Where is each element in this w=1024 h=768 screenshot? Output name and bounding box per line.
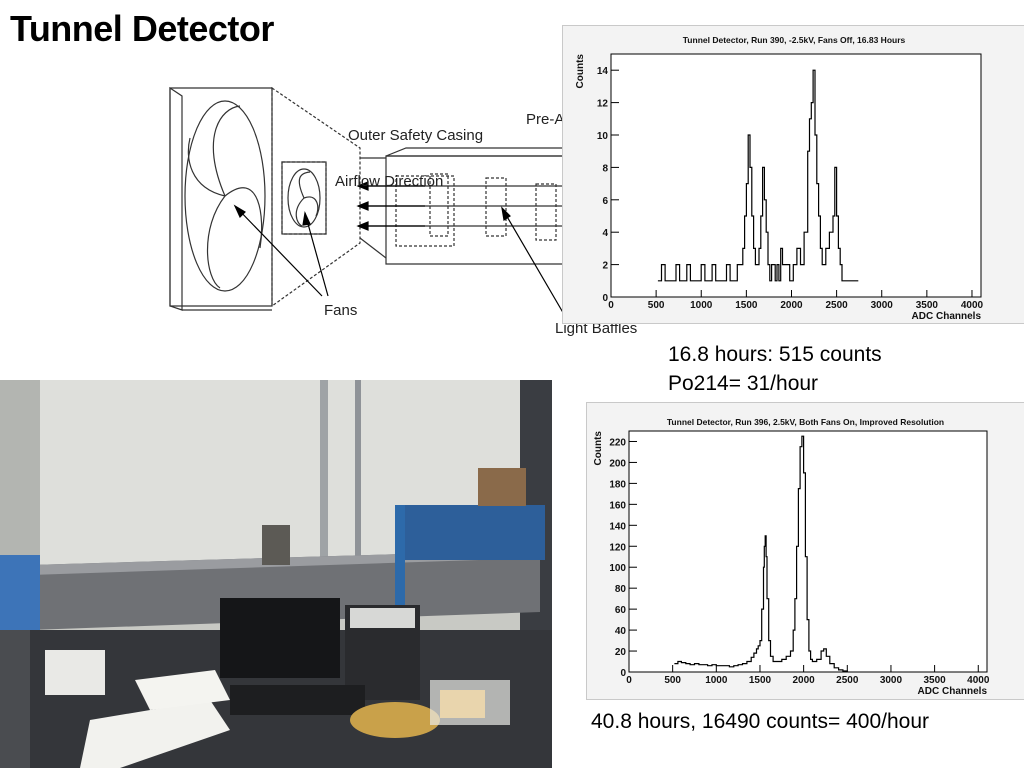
- run396-y-tick-label: 220: [609, 437, 626, 448]
- run390-y-tick-label: 12: [597, 99, 609, 110]
- duct-transition: [271, 86, 361, 308]
- run390-y-tick-label: 0: [602, 293, 608, 304]
- label-outer-safety-casing: Outer Safety Casing: [348, 127, 483, 144]
- run396-caption: 40.8 hours, 16490 counts= 400/hour: [591, 710, 930, 733]
- run390-x-tick-label: 0: [608, 300, 614, 311]
- run390-y-tick-label: 6: [602, 196, 608, 207]
- large-fan: [184, 100, 266, 292]
- label-airflow-direction: Airflow Direction: [335, 173, 443, 190]
- tunnel-detector-diagram: Outer Safety Casing Pre-A Airflow Direct…: [160, 78, 660, 340]
- run390-caption: 16.8 hours: 515 counts Po214= 31/hour: [668, 340, 882, 398]
- run396-y-tick-label: 20: [615, 647, 627, 658]
- run390-x-tick-label: 2500: [825, 300, 848, 311]
- run396-y-axis-label: Counts: [593, 431, 604, 466]
- run390-y-tick-label: 8: [602, 163, 608, 174]
- run396-x-tick-label: 3000: [880, 675, 903, 686]
- run396-y-tick-label: 40: [615, 626, 627, 637]
- run396-x-tick-label: 4000: [967, 675, 990, 686]
- run396-y-tick-label: 80: [615, 584, 627, 595]
- run396-x-tick-label: 0: [626, 675, 632, 686]
- run396-x-tick-label: 1000: [705, 675, 728, 686]
- run390-x-tick-label: 4000: [961, 300, 984, 311]
- run396-y-tick-label: 100: [609, 563, 626, 574]
- run390-y-tick-label: 2: [602, 261, 608, 272]
- run396-y-tick-label: 120: [609, 542, 626, 553]
- label-light-baffles: Light Baffles: [555, 320, 637, 337]
- run390-y-tick-label: 14: [597, 66, 609, 77]
- run396-y-tick-label: 140: [609, 521, 626, 532]
- label-fans: Fans: [324, 302, 357, 319]
- run390-x-tick-label: 1000: [690, 300, 713, 311]
- run396-y-tick-label: 160: [609, 500, 626, 511]
- run396-histogram: Tunnel Detector, Run 396, 2.5kV, Both Fa…: [586, 402, 1024, 700]
- run390-y-axis-label: Counts: [575, 54, 586, 89]
- run390-x-tick-label: 1500: [735, 300, 758, 311]
- run390-y-tick-label: 4: [602, 228, 608, 239]
- run390-plot-frame: [610, 53, 982, 298]
- run396-plot-frame: [628, 430, 988, 673]
- run390-y-tick-label: 10: [597, 131, 609, 142]
- run390-caption-line1: 16.8 hours: 515 counts: [668, 343, 882, 366]
- run390-title: Tunnel Detector, Run 390, -2.5kV, Fans O…: [683, 35, 906, 45]
- run390-histogram: Tunnel Detector, Run 390, -2.5kV, Fans O…: [562, 25, 1024, 324]
- run396-x-tick-label: 500: [664, 675, 681, 686]
- large-fan-housing-depth: [169, 86, 183, 311]
- run396-title: Tunnel Detector, Run 396, 2.5kV, Both Fa…: [667, 417, 944, 427]
- run390-series-0-line: [657, 69, 859, 282]
- run390-x-tick-label: 3000: [871, 300, 894, 311]
- run390-caption-line2: Po214= 31/hour: [668, 372, 819, 395]
- run396-x-tick-label: 2000: [793, 675, 816, 686]
- label-pre-amp: Pre-A: [526, 111, 564, 128]
- lab-photo: [0, 380, 552, 768]
- diagram-svg: Outer Safety Casing Pre-A Airflow Direct…: [169, 86, 637, 337]
- run390-x-tick-label: 3500: [916, 300, 939, 311]
- run390-x-axis-label: ADC Channels: [912, 311, 982, 322]
- run396-x-tick-label: 1500: [749, 675, 772, 686]
- small-fan: [287, 168, 321, 228]
- run396-x-tick-label: 3500: [923, 675, 946, 686]
- run390-x-tick-label: 500: [648, 300, 665, 311]
- run396-y-tick-label: 180: [609, 479, 626, 490]
- run390-chart-svg: Tunnel Detector, Run 390, -2.5kV, Fans O…: [575, 35, 984, 322]
- run396-y-tick-label: 60: [615, 605, 627, 616]
- run396-series-0-line: [674, 435, 848, 672]
- run396-y-tick-label: 0: [620, 668, 626, 679]
- run396-x-axis-label: ADC Channels: [918, 686, 988, 697]
- run396-chart-svg: Tunnel Detector, Run 396, 2.5kV, Both Fa…: [593, 417, 990, 697]
- run396-x-tick-label: 2500: [836, 675, 859, 686]
- run390-x-tick-label: 2000: [780, 300, 803, 311]
- slide-title: Tunnel Detector: [10, 8, 274, 49]
- run396-y-tick-label: 200: [609, 458, 626, 469]
- lab-photo-svg: [0, 380, 552, 768]
